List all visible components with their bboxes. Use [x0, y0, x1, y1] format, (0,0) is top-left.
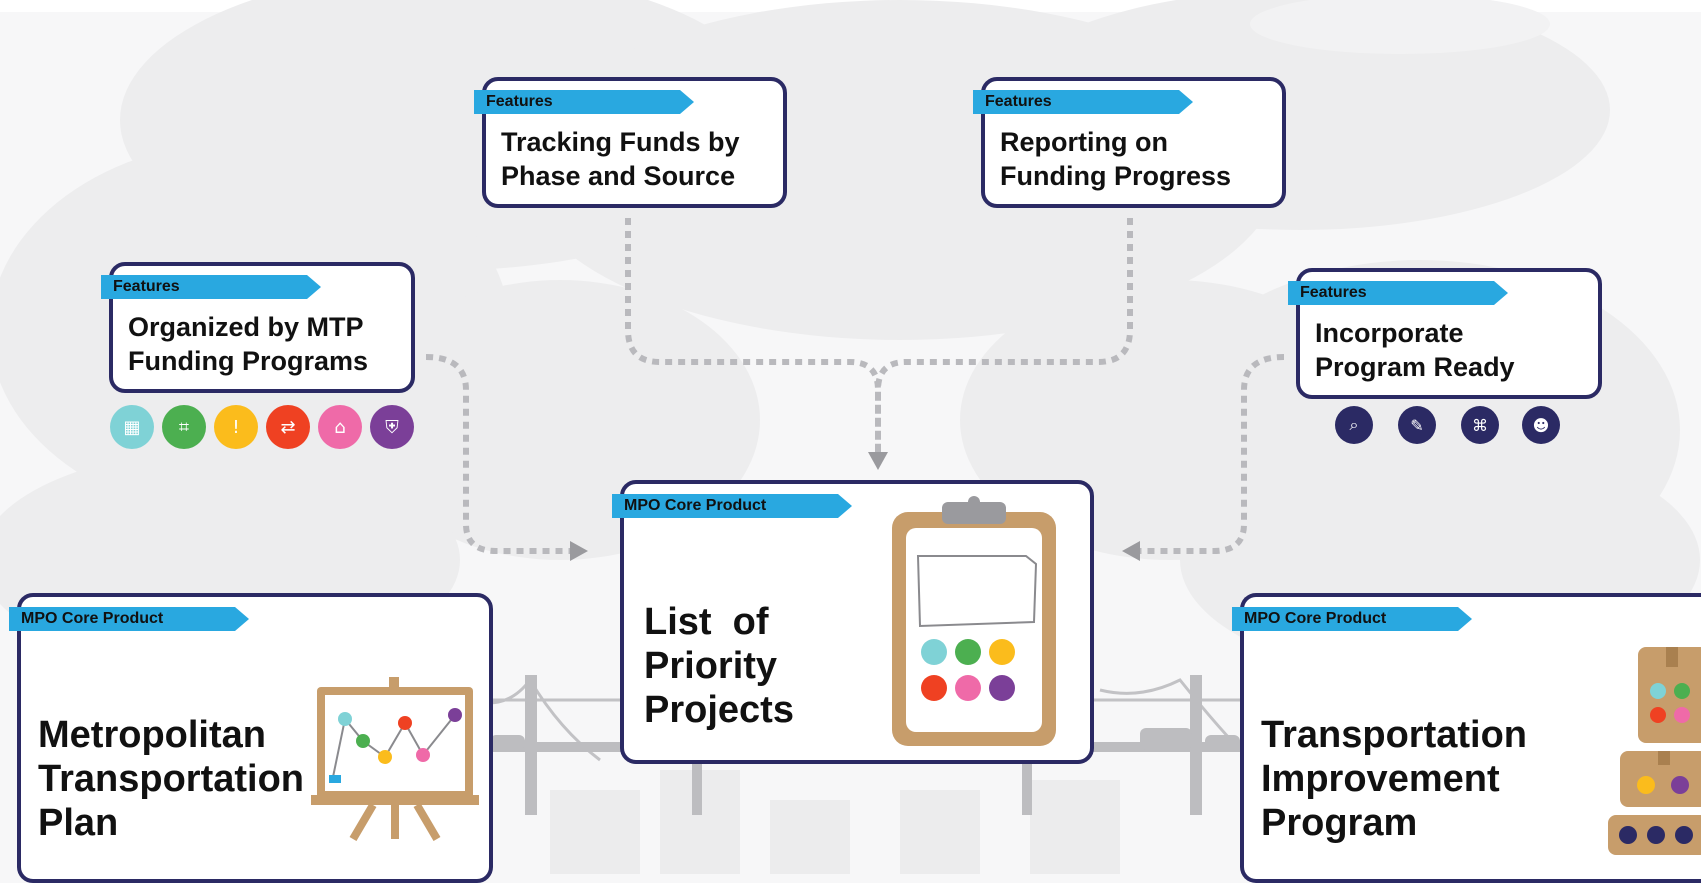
feature-title: Incorporate Program Ready — [1315, 316, 1515, 384]
feature-title-line2: Funding Progress — [1000, 161, 1232, 191]
product-title-line3: Program — [1261, 802, 1418, 844]
people-icon: ☻ — [1522, 406, 1560, 444]
product-card-priority-projects: MPO Core Product List of Priority Projec… — [620, 480, 1094, 764]
bidirectional-arrow-icon: ⇄ — [266, 405, 310, 449]
product-title-line1: Transportation — [1261, 714, 1528, 756]
feature-title-line2: Program Ready — [1315, 352, 1515, 382]
feature-title-line1: Reporting on — [1000, 127, 1168, 157]
building-icon: ▦ — [110, 405, 154, 449]
feature-title: Tracking Funds by Phase and Source — [501, 125, 740, 193]
mpo-core-product-tag: MPO Core Product — [1232, 607, 1472, 631]
feature-title: Organized by MTP Funding Programs — [128, 310, 368, 378]
mpo-core-product-tag: MPO Core Product — [9, 607, 249, 631]
transit-station-icon: ⌂ — [318, 405, 362, 449]
circuit-icon: ⌗ — [162, 405, 206, 449]
magnifier-icon: ⌕ — [1335, 406, 1373, 444]
feature-card-tracking-funds: Features Tracking Funds by Phase and Sou… — [482, 77, 787, 208]
warning-icon: ! — [214, 405, 258, 449]
features-tag: Features — [1288, 281, 1508, 305]
product-card-tip: MPO Core Product Transportation Improvem… — [1240, 593, 1701, 883]
product-title-line2: Transportation — [38, 758, 305, 800]
tag-icon: ⌘ — [1461, 406, 1499, 444]
feature-title-line1: Organized by MTP — [128, 312, 364, 342]
document-edit-icon: ✎ — [1398, 406, 1436, 444]
product-title-line3: Projects — [644, 689, 794, 731]
product-title: Metropolitan Transportation Plan — [38, 713, 304, 845]
feature-card-reporting-progress: Features Reporting on Funding Progress — [981, 77, 1286, 208]
feature-card-organized-mtp: Features Organized by MTP Funding Progra… — [109, 262, 415, 393]
product-title-line3: Plan — [38, 802, 119, 844]
stacked-boxes-icon — [1608, 647, 1701, 855]
product-title: List of Priority Projects — [644, 600, 794, 732]
product-title-line1: Metropolitan — [38, 714, 266, 756]
feature-card-program-ready: Features Incorporate Program Ready — [1296, 268, 1602, 399]
product-title-line2: Priority — [644, 645, 778, 687]
easel-chart-icon — [311, 677, 479, 841]
mpo-core-product-tag: MPO Core Product — [612, 494, 852, 518]
features-tag: Features — [973, 90, 1193, 114]
features-tag: Features — [474, 90, 694, 114]
product-title-line1: List of — [644, 601, 769, 643]
shield-icon: ⛨ — [370, 405, 414, 449]
product-title: Transportation Improvement Program — [1261, 713, 1527, 845]
feature-title-line2: Funding Programs — [128, 346, 369, 376]
clipboard-icon — [892, 496, 1056, 746]
feature-title-line1: Tracking Funds by — [501, 127, 740, 157]
product-title-line2: Improvement — [1261, 758, 1500, 800]
features-tag: Features — [101, 275, 321, 299]
feature-title: Reporting on Funding Progress — [1000, 125, 1231, 193]
product-card-mtp: MPO Core Product Metropolitan Transporta… — [17, 593, 493, 883]
feature-title-line2: Phase and Source — [501, 161, 736, 191]
feature-title-line1: Incorporate — [1315, 318, 1464, 348]
